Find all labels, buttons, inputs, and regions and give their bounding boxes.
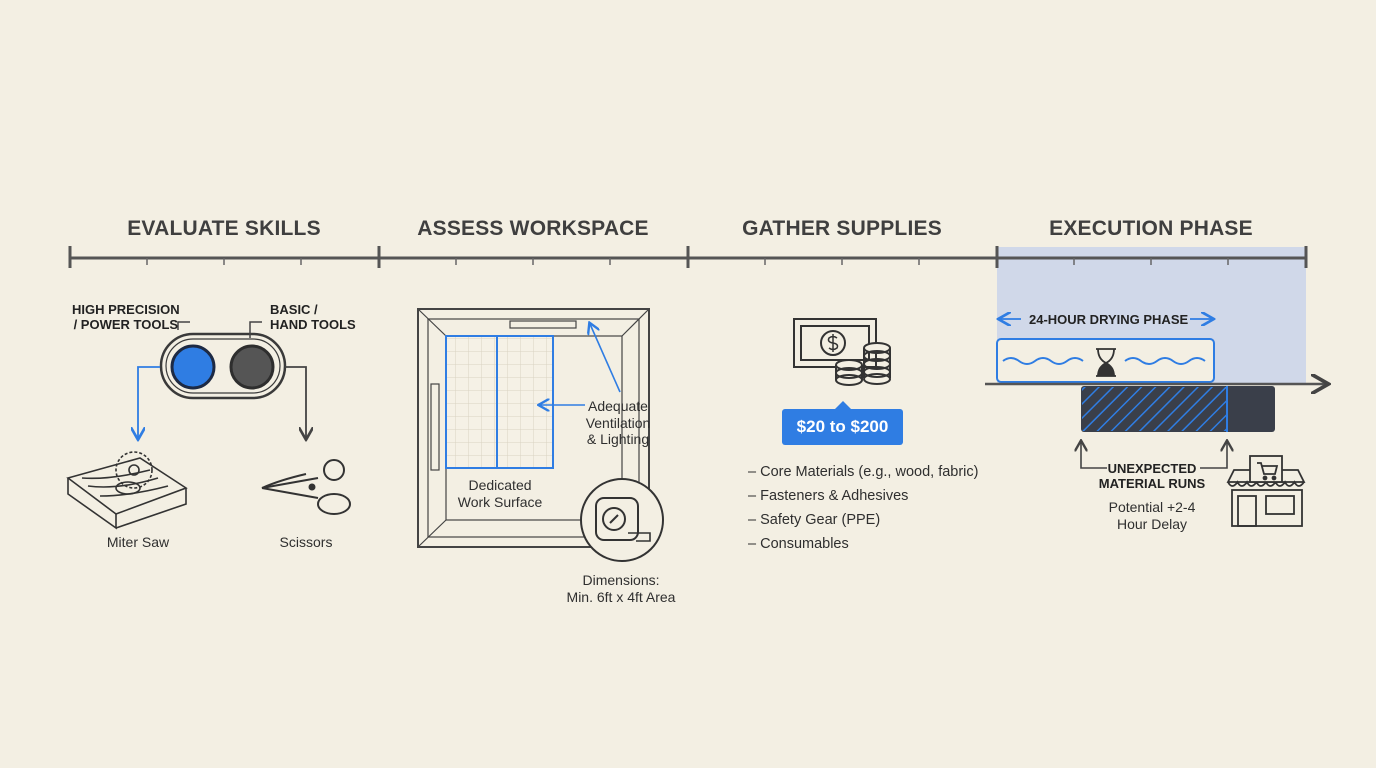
phase-title-workspace: ASSESS WORKSPACE (417, 217, 649, 240)
material-runs-label: UNEXPECTED MATERIAL RUNS (1098, 461, 1206, 491)
store-icon (1226, 455, 1306, 527)
toggle-label-connectors (177, 321, 262, 338)
drying-wave-right (1124, 357, 1206, 365)
supply-item: – Consumables (748, 536, 849, 552)
drying-wave-left (1002, 357, 1084, 365)
work-surface-label: Dedicated Work Surface (457, 477, 543, 510)
money-stack-icon (793, 318, 891, 386)
miter-saw-icon (66, 451, 188, 530)
ventilation-label: Adequate Ventilation & Lighting (585, 398, 651, 447)
hourglass-icon (1096, 348, 1116, 377)
miter-saw-label: Miter Saw (106, 534, 170, 550)
dimensions-label: Dimensions: Min. 6ft x 4ft Area (566, 572, 676, 605)
scissors-label: Scissors (279, 534, 333, 550)
phase-title-supplies: GATHER SUPPLIES (742, 217, 942, 240)
material-runs-connector (1081, 442, 1227, 469)
supply-item: – Safety Gear (PPE) (748, 512, 881, 528)
drying-phase-label: 24-HOUR DRYING PHASE (1029, 312, 1189, 327)
work-surface-rect (445, 335, 554, 469)
timeline (68, 246, 1308, 268)
delay-label: Potential +2-4 Hour Delay (1108, 499, 1196, 532)
phase-title-evaluate: EVALUATE SKILLS (127, 217, 321, 240)
basic-arrow (285, 366, 306, 438)
phase-title-execution: EXECUTION PHASE (1049, 217, 1253, 240)
hand-tools-label: BASIC / HAND TOOLS (270, 302, 356, 332)
skill-toggle-icon (159, 332, 287, 400)
tape-measure-icon (580, 478, 664, 562)
delay-bar-hatched (1082, 387, 1227, 431)
supplies-list: – Core Materials (e.g., wood, fabric) – … (748, 460, 978, 556)
drying-phase-bar (996, 338, 1215, 383)
supply-item: – Fasteners & Adhesives (748, 488, 909, 504)
supply-item: – Core Materials (e.g., wood, fabric) (748, 464, 979, 480)
precision-arrow (138, 366, 160, 438)
price-range-badge: $20 to $200 (782, 401, 903, 445)
precision-tools-label: HIGH PRECISION / POWER TOOLS (72, 302, 180, 332)
room-floorplan-icon (417, 308, 650, 548)
timeline-ticks (146, 258, 1229, 265)
ventilation-arrow (590, 324, 621, 393)
scissors-icon (261, 459, 351, 515)
